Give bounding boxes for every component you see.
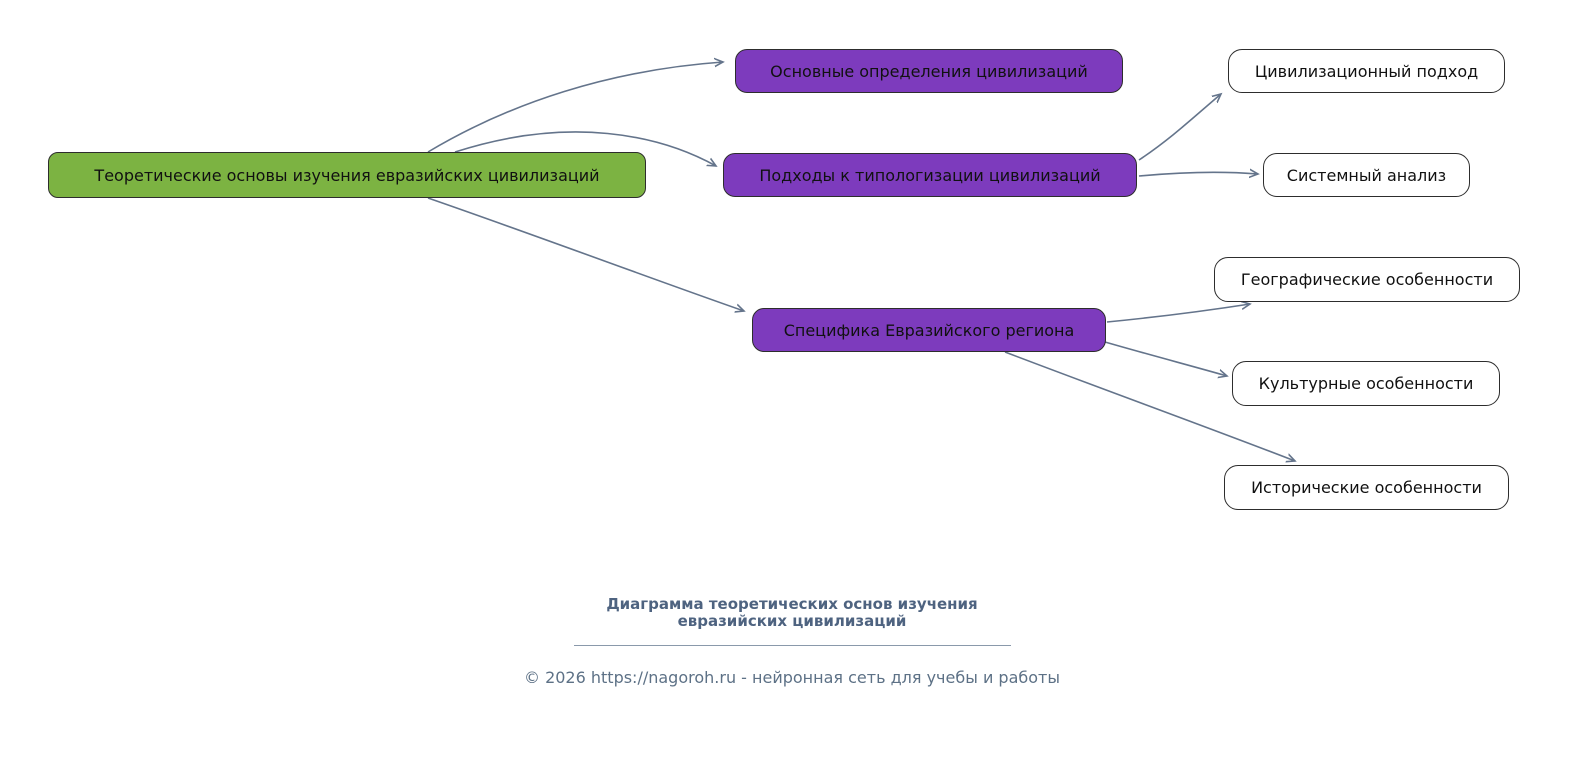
node-geographic-features: Географические особенности — [1214, 257, 1520, 302]
edge-root-to-definitions — [427, 62, 723, 153]
diagram-footer: Диаграмма теоретических основ изучения е… — [0, 596, 1584, 688]
edge-eurasia-to-cultural — [1104, 341, 1227, 376]
node-civilizational-approach: Цивилизационный подход — [1228, 49, 1505, 93]
node-typology: Подходы к типологизации цивилизаций — [723, 153, 1137, 197]
caption-divider — [573, 645, 1011, 646]
node-eurasia-specifics: Специфика Евразийского региона — [752, 308, 1106, 352]
node-system-analysis: Системный анализ — [1263, 153, 1470, 197]
node-historical-features: Исторические особенности — [1224, 465, 1509, 510]
edge-eurasia-to-geographic — [1106, 304, 1250, 323]
node-cultural-features: Культурные особенности — [1232, 361, 1500, 406]
copyright-text: © 2026 https://nagoroh.ru - нейронная се… — [523, 668, 1060, 687]
caption-line-2: евразийских цивилизаций — [677, 612, 907, 630]
node-root: Теоретические основы изучения евразийски… — [48, 152, 646, 198]
edge-typology-to-system — [1138, 172, 1258, 176]
node-definitions: Основные определения цивилизаций — [735, 49, 1123, 93]
edge-root-to-eurasia — [427, 197, 744, 311]
caption-line-1: Диаграмма теоретических основ изучения — [606, 595, 978, 613]
diagram-caption: Диаграмма теоретических основ изучения е… — [0, 596, 1584, 630]
edge-typology-to-civilizational — [1138, 94, 1221, 161]
